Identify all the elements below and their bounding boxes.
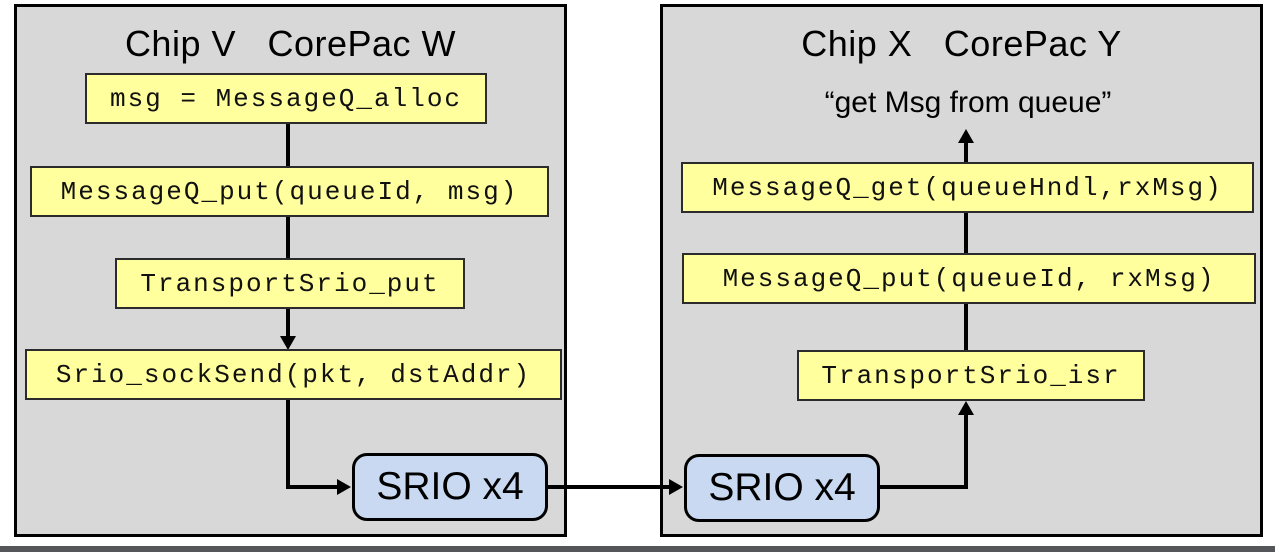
get-msg-annotation: “get Msg from queue” (824, 86, 1112, 119)
chip-v-title: Chip V CorePac W (124, 23, 457, 64)
srio-x4-left-box: SRIO x4 (352, 453, 548, 521)
box-messageq-put-right: MessageQ_put(queueId, rxMsg) (682, 253, 1256, 304)
box-messageq-put-left: MessageQ_put(queueId, msg) (30, 166, 549, 217)
box-messageq-get: MessageQ_get(queueHndl,rxMsg) (681, 162, 1254, 213)
slide-bottom-rule (0, 546, 1275, 552)
box-messageq-alloc: msg = MessageQ_alloc (85, 73, 487, 124)
box-transportsrio-put: TransportSrio_put (115, 258, 465, 309)
box-srio-socksend: Srio_sockSend(pkt, dstAddr) (25, 349, 562, 400)
chip-x-title: Chip X CorePac Y (801, 23, 1122, 64)
srio-x4-right-box: SRIO x4 (684, 454, 880, 522)
box-transportsrio-isr: TransportSrio_isr (797, 350, 1145, 401)
